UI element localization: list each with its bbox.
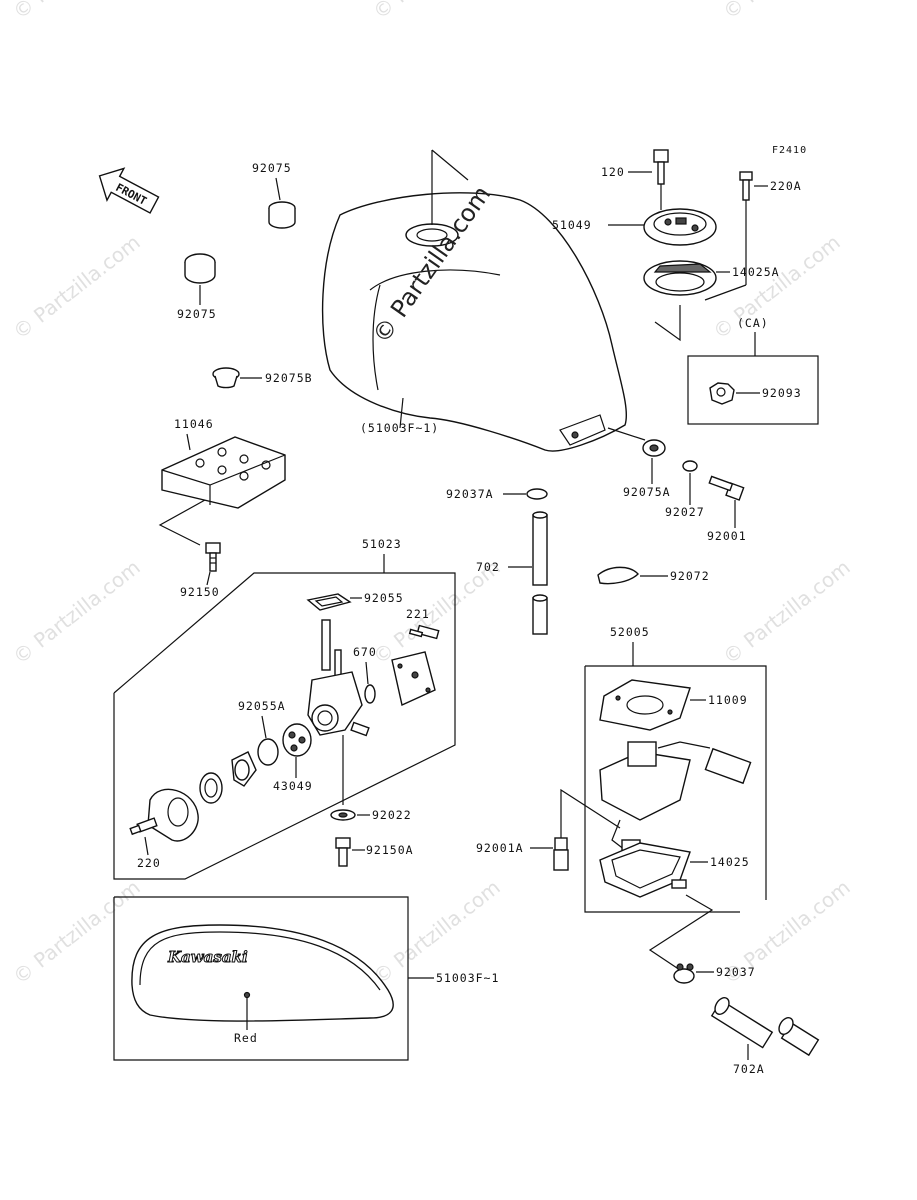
label-92150A: 92150A xyxy=(366,843,414,857)
part-14025-filter xyxy=(599,842,691,898)
label-92037: 92037 xyxy=(716,965,756,979)
label-92022: 92022 xyxy=(372,808,412,822)
label-51049: 51049 xyxy=(552,218,592,232)
part-92055A-oring xyxy=(257,738,279,766)
part-92075A-grommet xyxy=(642,439,666,457)
watermark: © Partzilla.com xyxy=(8,875,144,989)
watermark: © Partzilla.com xyxy=(368,0,504,24)
label-43049: 43049 xyxy=(273,779,313,793)
part-92150A-bolt xyxy=(335,837,351,867)
label-92072: 92072 xyxy=(670,569,710,583)
part-702-hose xyxy=(532,511,548,635)
part-11046-bracket xyxy=(161,436,286,509)
region-code: (CA) xyxy=(737,316,769,330)
label-51003F-decal: 51003F~1 xyxy=(436,971,499,985)
label-221: 221 xyxy=(406,607,430,621)
label-92075A: 92075A xyxy=(623,485,671,499)
part-lever-washer xyxy=(199,772,223,804)
part-702A-hose xyxy=(710,997,820,1057)
label-92055: 92055 xyxy=(364,591,404,605)
label-51023: 51023 xyxy=(362,537,402,551)
part-92037A-clip xyxy=(526,488,548,500)
label-220A: 220A xyxy=(770,179,802,193)
label-14025A: 14025A xyxy=(732,265,780,279)
part-petcock-plate xyxy=(147,788,199,842)
part-92037-clip xyxy=(673,963,695,984)
fuel-tank xyxy=(321,149,628,452)
part-92075-mid xyxy=(184,253,216,284)
watermark: © Partzilla.com xyxy=(8,0,144,24)
label-51003F-tank: (51003F~1) xyxy=(360,421,439,435)
decal-51003F: Kawasaki xyxy=(131,924,394,1022)
part-51049-cap xyxy=(643,208,717,246)
label-120: 120 xyxy=(601,165,625,179)
label-670: 670 xyxy=(353,645,377,659)
part-92027-collar xyxy=(682,460,698,472)
watermark: © Partzilla.com xyxy=(708,230,844,344)
part-92055-gasket xyxy=(306,593,352,611)
petcock-box xyxy=(113,572,456,880)
part-220-screw xyxy=(129,817,158,836)
part-fuel-pump xyxy=(599,741,752,855)
label-92150: 92150 xyxy=(180,585,220,599)
part-670-oring xyxy=(364,684,376,704)
label-11009: 11009 xyxy=(708,693,748,707)
part-92093-nut xyxy=(709,382,735,405)
part-92150-bolt xyxy=(205,542,221,572)
label-92075B: 92075B xyxy=(265,371,313,385)
part-92075B xyxy=(212,367,240,389)
part-221-screw xyxy=(408,624,440,640)
front-arrow-icon: FRONT xyxy=(98,167,160,214)
part-92001A-bolt xyxy=(553,837,569,871)
part-43049-disc xyxy=(282,723,312,757)
decal-brand-logo: Kawasaki xyxy=(167,948,248,966)
part-petcock-body xyxy=(307,619,370,737)
watermark: © Partzilla.com xyxy=(8,230,144,344)
figure-code: F2410 xyxy=(772,145,807,156)
label-92075-top: 92075 xyxy=(252,161,292,175)
ca-box xyxy=(687,355,819,425)
label-702A: 702A xyxy=(733,1062,765,1076)
decal-color-label: Red xyxy=(234,1031,258,1045)
label-92055A: 92055A xyxy=(238,699,286,713)
part-92001-bolt xyxy=(708,475,745,501)
label-92037A: 92037A xyxy=(446,487,494,501)
part-petcock-lever xyxy=(231,751,257,787)
part-92072-band xyxy=(597,566,639,585)
watermark: © Partzilla.com xyxy=(718,555,854,669)
watermark: © Partzilla.com xyxy=(718,0,854,24)
part-220A-screw xyxy=(739,171,753,201)
watermark: © Partzilla.com xyxy=(8,555,144,669)
label-11046: 11046 xyxy=(174,417,214,431)
decal-box xyxy=(113,896,409,1061)
label-92001: 92001 xyxy=(707,529,747,543)
part-92022-washer xyxy=(330,809,356,821)
label-92027: 92027 xyxy=(665,505,705,519)
label-702: 702 xyxy=(476,560,500,574)
part-120-bolt xyxy=(653,149,669,185)
part-11009-gasket xyxy=(599,679,691,731)
label-52005: 52005 xyxy=(610,625,650,639)
label-92001A: 92001A xyxy=(476,841,524,855)
label-220: 220 xyxy=(137,856,161,870)
label-14025: 14025 xyxy=(710,855,750,869)
part-14025A-ring xyxy=(643,260,717,296)
label-92093: 92093 xyxy=(762,386,802,400)
part-petcock-cover xyxy=(391,651,436,706)
label-92075-mid: 92075 xyxy=(177,307,217,321)
part-92075-top xyxy=(268,201,296,229)
